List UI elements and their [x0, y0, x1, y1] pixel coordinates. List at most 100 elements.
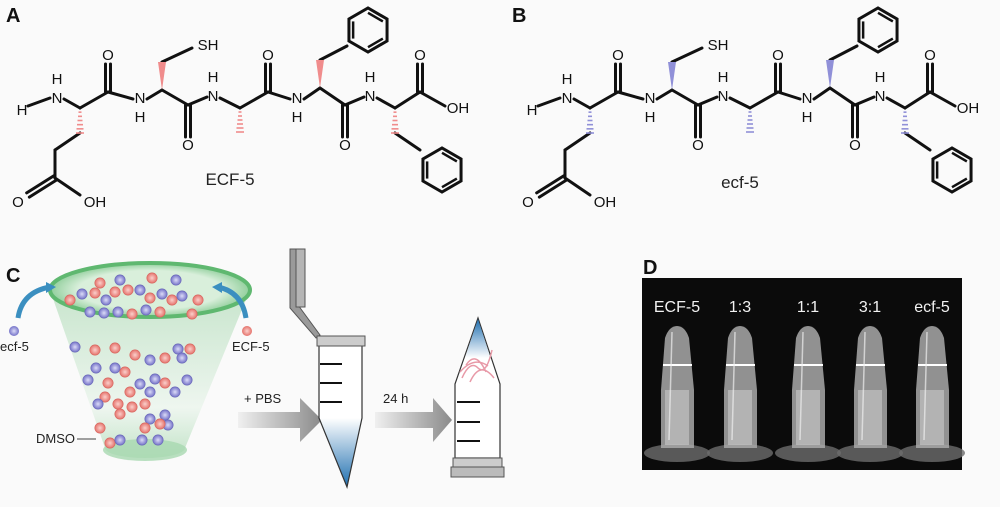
phenyl-ring [931, 146, 973, 194]
atom-label: N [52, 90, 63, 107]
bond [776, 90, 802, 101]
bond [62, 97, 82, 110]
bond [655, 88, 674, 101]
photo-tube [644, 326, 710, 462]
arrow-right-head [212, 282, 222, 293]
bond [318, 44, 349, 62]
tube-highlight [731, 331, 736, 441]
stereo-wedge [158, 62, 166, 90]
tube-rim [316, 335, 366, 347]
ecf5-particle [114, 274, 126, 286]
bond [318, 86, 347, 107]
ECF5-particle [89, 287, 101, 299]
phenyl-ring [347, 6, 389, 54]
atom-label: H [562, 71, 573, 88]
bond [812, 86, 832, 101]
panel-label-b: B [512, 5, 526, 27]
tube-highlight [668, 331, 673, 441]
aromatic-bond [951, 151, 968, 163]
photo-tubes [644, 326, 965, 462]
ecf5-particle [144, 354, 156, 366]
ECF5-particle [109, 286, 121, 298]
ecf5-particle [69, 341, 81, 353]
ecf5-particle [134, 378, 146, 390]
ecf5-particle [176, 290, 188, 302]
bond [903, 131, 932, 152]
tube-base [775, 444, 841, 462]
atom-label: O [262, 47, 274, 64]
atom-label: N [135, 90, 146, 107]
atom-label: H [52, 71, 63, 88]
phenyl-ring [421, 146, 463, 194]
bond [302, 86, 322, 101]
ECF5-particle [159, 377, 171, 389]
tube2-rim [452, 457, 503, 468]
bond [563, 176, 592, 197]
arrow-left-curved [15, 284, 51, 319]
bond [670, 46, 704, 64]
tube-label: 1:3 [729, 299, 751, 316]
ECF5-particle [122, 284, 134, 296]
tube-label: ecf-5 [914, 299, 950, 316]
ECF5-particle [114, 408, 126, 420]
tube-gel [796, 390, 820, 445]
bond [616, 90, 645, 101]
bond [903, 90, 932, 110]
bond [53, 131, 82, 152]
ecf5-particle [92, 398, 104, 410]
bond [106, 90, 135, 101]
atom-label: O [522, 194, 534, 211]
stereo-wedge [316, 60, 324, 88]
ecf5-particle [170, 274, 182, 286]
atom-label: H [365, 69, 376, 86]
ECF5-label: ECF-5 [232, 339, 270, 354]
ecf5-particle [100, 294, 112, 306]
atom-label: OH [447, 100, 470, 117]
arrow-add-pbs [238, 398, 322, 442]
ECF5-particle [104, 437, 116, 449]
step-incubate: 24 h [383, 391, 408, 406]
molecule-name-b: ecf-5 [721, 173, 759, 192]
ecf5-particle [84, 306, 96, 318]
aromatic-bond [877, 37, 894, 49]
ecf5-particle [149, 373, 161, 385]
atom-label: H [645, 109, 656, 126]
atom-label: O [772, 47, 784, 64]
bond [728, 96, 752, 110]
ECF5-particle [126, 308, 138, 320]
atom-label: H [718, 69, 729, 86]
bond [145, 88, 164, 101]
ECF5-particle [124, 386, 136, 398]
ECF5-particle [144, 292, 156, 304]
photo-tube [775, 326, 841, 462]
tube-label: 3:1 [859, 299, 881, 316]
aromatic-bond [441, 177, 458, 189]
ecf5-particle [156, 288, 168, 300]
funnel-bottom [103, 439, 187, 461]
bond [535, 174, 566, 195]
ECF5-particle [109, 342, 121, 354]
ECF5-particle [129, 349, 141, 361]
bond [828, 44, 859, 62]
fibers [459, 349, 495, 383]
atom-label: N [875, 88, 886, 105]
bond [418, 90, 447, 108]
ecf5-particle [112, 306, 124, 318]
ECF5-particle [99, 391, 111, 403]
bond [670, 88, 700, 107]
atom-label: OH [84, 194, 107, 211]
atom-label: O [414, 47, 426, 64]
atom-label: N [802, 90, 813, 107]
tube-highlight [923, 331, 928, 441]
ecf5-label: ecf-5 [0, 339, 29, 354]
photo-tube [899, 326, 965, 462]
ecf5-particle [98, 307, 110, 319]
bond [375, 96, 397, 110]
tube-gel [920, 390, 944, 445]
atom-label: O [339, 137, 351, 154]
step-add-pbs: + PBS [244, 391, 282, 406]
tube-base [707, 444, 773, 462]
